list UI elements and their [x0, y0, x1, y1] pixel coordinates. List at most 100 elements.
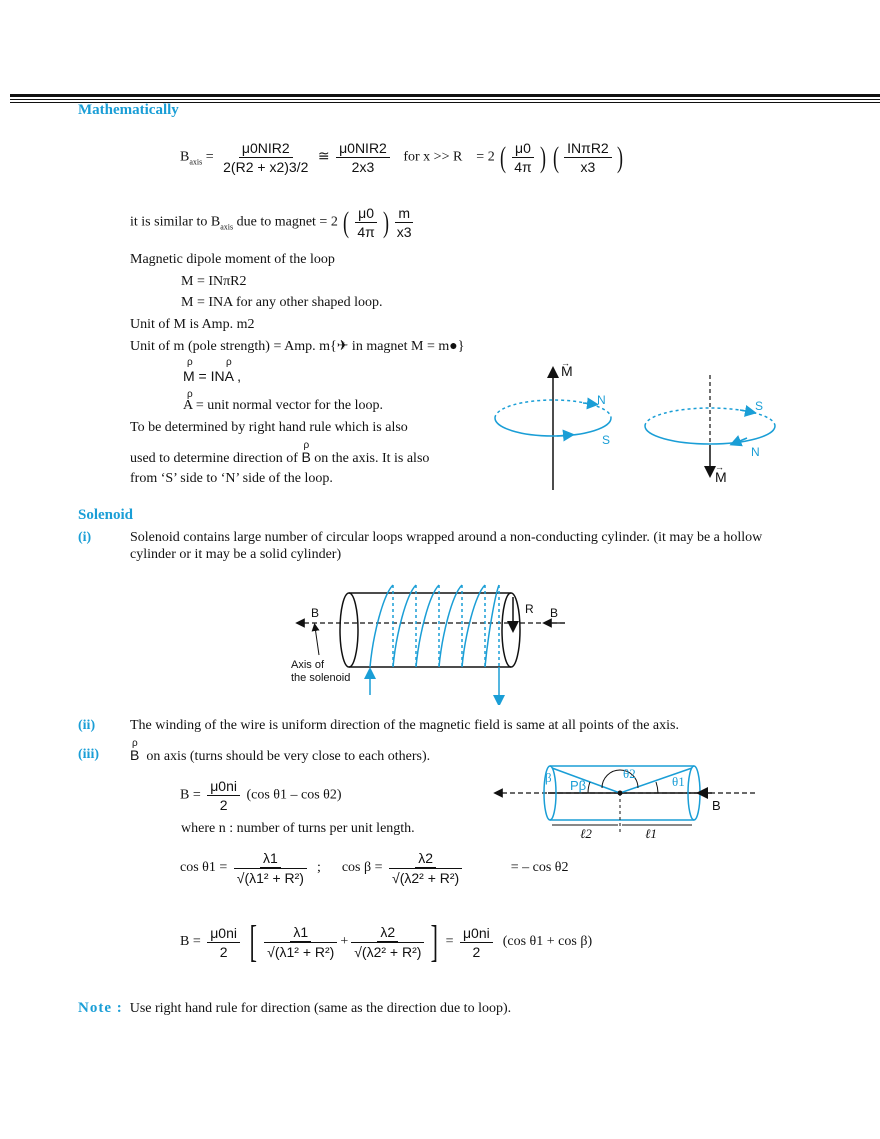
- fig2-beta: β: [545, 770, 552, 785]
- eq2-frac1-den: 4π: [357, 224, 375, 240]
- eq1-frac3: μ0 4π: [511, 140, 534, 175]
- left-loop-front: [494, 417, 612, 437]
- eq4-mid-num: λ2: [415, 850, 437, 868]
- fig2-ray-right: [619, 767, 693, 794]
- eq5-a: λ1 √(λ1² + R²): [264, 924, 338, 960]
- eq2-frac2-num: m: [395, 205, 414, 223]
- eq5-rhs: (cos θ1 + cos β): [502, 934, 593, 950]
- eq1-frac2-den: 2x3: [351, 159, 375, 175]
- fig2-theta1: θ1: [672, 774, 685, 789]
- solenoid-coils: [369, 584, 500, 668]
- solenoid-figure: R B B Axis of the solenoid: [291, 584, 565, 705]
- eq4-left-lhs: cos θ1 =: [180, 860, 228, 876]
- vector-mark: ρ: [187, 389, 193, 400]
- dipole-line-9-a: used to determine direction of: [130, 451, 298, 466]
- eq5-f2: μ0ni 2: [459, 925, 493, 960]
- fig2-l2: ℓ2: [580, 826, 592, 841]
- dipole-line-1: Magnetic dipole moment of the loop: [130, 252, 335, 267]
- vector-mark: ρ ρ: [187, 357, 232, 368]
- eq5-f1: μ0ni 2: [207, 925, 240, 960]
- loop-n-right: N: [751, 445, 760, 459]
- vector-mark: →: [715, 462, 724, 472]
- item-ii-text: The winding of the wire is uniform direc…: [130, 718, 679, 733]
- eq1-lhs-sub: axis: [189, 157, 203, 167]
- eq5-plus: +: [340, 934, 349, 950]
- eq1-lhs: B: [180, 149, 190, 165]
- solenoid-r-label: R: [525, 602, 534, 616]
- eq3-where: where n : number of turns per unit lengt…: [181, 821, 415, 836]
- fig2-p-beta: Pβ: [570, 778, 586, 793]
- eq5-a-den: √(λ1² + R²): [264, 942, 338, 960]
- fig2-theta2: θ2: [623, 766, 636, 781]
- eq1-frac4: INπR2 x3: [564, 140, 612, 175]
- item-i-label: (i): [78, 530, 92, 545]
- iii-b-letter: B: [130, 747, 140, 763]
- equation-cos-relations: cos θ1 = λ1 √(λ1² + R²) ; cos β = λ2 √(λ…: [180, 850, 568, 886]
- fig2-l1: ℓ1: [645, 826, 657, 841]
- paren-close: ): [382, 205, 389, 239]
- item-ii-label: (ii): [78, 718, 96, 733]
- eq4-mid-frac: λ2 √(λ2² + R²): [389, 850, 463, 886]
- eq1-frac1: μ0NIR2 2(R2 + x2)3/2: [220, 140, 311, 175]
- solenoid-axis-label-1: Axis of: [291, 659, 325, 671]
- eq5-a-num: λ1: [290, 924, 312, 942]
- eq1-frac1-den: 2(R2 + x2)3/2: [223, 159, 309, 175]
- eq5-b-num: λ2: [377, 924, 399, 942]
- eq1-frac2: μ0NIR2 2x3: [336, 140, 390, 175]
- loop-m-bottom: M: [715, 469, 727, 485]
- fig2-angle-arc-beta: [587, 781, 591, 794]
- item-iii-body: on axis (turns should be very close to e…: [146, 749, 431, 764]
- note-text: Use right hand rule for direction (same …: [129, 1001, 512, 1016]
- dipole-line-8: To be determined by right hand rule whic…: [130, 420, 408, 435]
- eq2-frac2: m x3: [394, 205, 415, 240]
- top-rule-thin-2: [10, 102, 880, 103]
- eq1-frac2-num: μ0NIR2: [336, 140, 390, 158]
- bracket-close: ]: [431, 917, 439, 966]
- eq1-frac4-den: x3: [580, 159, 596, 175]
- loop-s-right: S: [755, 399, 763, 413]
- eq3-frac: μ0ni 2: [207, 778, 240, 813]
- heading-mathematically: Mathematically: [78, 102, 179, 118]
- cylinder-left-end: [339, 592, 359, 668]
- eq4-sep: ;: [316, 860, 321, 876]
- eq3-lhs: B =: [180, 787, 201, 803]
- fig2-angle-arc-2: [601, 769, 639, 789]
- vector-mark: →: [561, 360, 570, 368]
- left-loop-arrow-bottom: [556, 429, 575, 442]
- eq5-b-den: √(λ2² + R²): [351, 942, 425, 960]
- fig2-b-label: B: [712, 798, 721, 813]
- dipole-line-3: M = INA for any other shaped loop.: [181, 295, 383, 310]
- loop-dipole-figure: M → N S S N M →: [494, 360, 776, 490]
- b-vector-letter: B: [301, 449, 311, 465]
- equation-b-axis: Baxis = μ0NIR2 2(R2 + x2)3/2 ≅ μ0NIR2 2x…: [180, 140, 623, 175]
- eq5-f1-num: μ0ni: [207, 925, 240, 943]
- paren-open: (: [500, 140, 507, 174]
- top-rule-thick: [10, 94, 880, 97]
- equation-b-final: B = μ0ni 2 [ λ1 √(λ1² + R²) + λ2 √(λ2² +…: [180, 920, 592, 964]
- loop-m-top: M: [561, 363, 573, 379]
- eq2-frac1-num: μ0: [355, 205, 377, 223]
- loop-s-left: S: [602, 433, 610, 447]
- eq2-text-before: it is similar to B: [130, 214, 221, 230]
- dipole-line-2: M = INπR2: [181, 274, 247, 289]
- paren-close: ): [539, 140, 546, 174]
- loop-n-left: N: [597, 393, 606, 407]
- eq5-eq: =: [445, 934, 454, 950]
- paren-open: (: [553, 140, 560, 174]
- item-i-text-1: Solenoid contains large number of circul…: [130, 530, 763, 545]
- axis-pointer: [311, 623, 320, 656]
- eq2-frac2-den: x3: [396, 224, 412, 240]
- right-loop-front: [644, 425, 776, 445]
- eq1-frac4-num: INπR2: [564, 140, 612, 158]
- eq5-b: λ2 √(λ2² + R²): [351, 924, 425, 960]
- bracket-open: [: [250, 917, 258, 966]
- right-loop-arrow-bottom: [729, 435, 748, 447]
- note-line: Note : Use right hand rule for direction…: [78, 1000, 511, 1017]
- eq5-lhs: B =: [180, 934, 201, 950]
- eq3-den: 2: [219, 797, 228, 813]
- finite-solenoid-figure: β Pβ θ2 θ1 B ℓ2 ℓ1: [493, 765, 755, 841]
- solenoid-b-left: B: [311, 606, 319, 620]
